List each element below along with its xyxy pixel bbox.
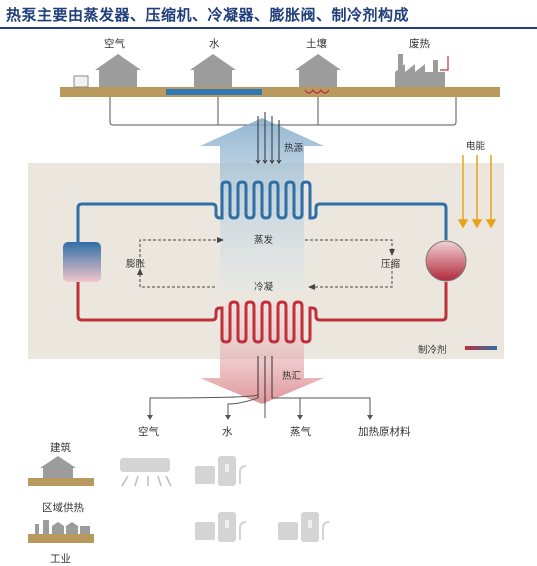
electricity-label: 电能 (466, 141, 486, 152)
heat-source-label: 热源 (284, 143, 304, 154)
steam-unit-icon (278, 512, 330, 542)
source-air-label: 空气 (104, 38, 125, 50)
source-waste-heat-label: 废热 (409, 38, 430, 50)
expansion-label: 膨胀 (126, 259, 146, 270)
water-heater-icon (195, 456, 247, 486)
refrigerant-label: 制冷剂 (418, 345, 447, 356)
refrigerant-legend-swatch (465, 346, 497, 350)
ground-strip (60, 87, 500, 97)
factory-icon (395, 54, 449, 87)
district-heating-icon (28, 520, 94, 543)
page-title: 热泵主要由蒸发器、压缩机、冷凝器、膨胀阀、制冷剂构成 (6, 6, 410, 24)
title-underline (0, 27, 537, 29)
output-steam-label: 蒸气 (290, 426, 311, 438)
building-icon (28, 456, 94, 486)
source-collector (109, 97, 457, 126)
water-source-house (166, 54, 262, 95)
condenser-coil (76, 282, 448, 344)
sector-district-heating-label: 区域供热 (42, 502, 84, 514)
expansion-valve (63, 242, 101, 282)
air-source-house (73, 54, 141, 88)
soil-source-house (295, 54, 341, 94)
evaporation-label: 蒸发 (254, 235, 274, 246)
compression-label: 压缩 (381, 259, 401, 270)
compressor (425, 240, 467, 282)
output-air-label: 空气 (138, 426, 159, 438)
source-water-label: 水 (209, 38, 220, 50)
source-soil-label: 土壤 (306, 38, 327, 50)
sector-building-label: 建筑 (50, 442, 71, 454)
water-heater-icon-2 (195, 512, 247, 542)
output-heating-material-label: 加热原材料 (358, 426, 411, 438)
air-conditioner-icon (120, 458, 172, 487)
heat-sink-label: 热汇 (282, 371, 302, 382)
output-water-label: 水 (222, 426, 233, 438)
condensation-label: 冷凝 (254, 282, 274, 293)
sector-industry-label: 工业 (50, 553, 71, 565)
evaporator-coil (76, 180, 448, 242)
